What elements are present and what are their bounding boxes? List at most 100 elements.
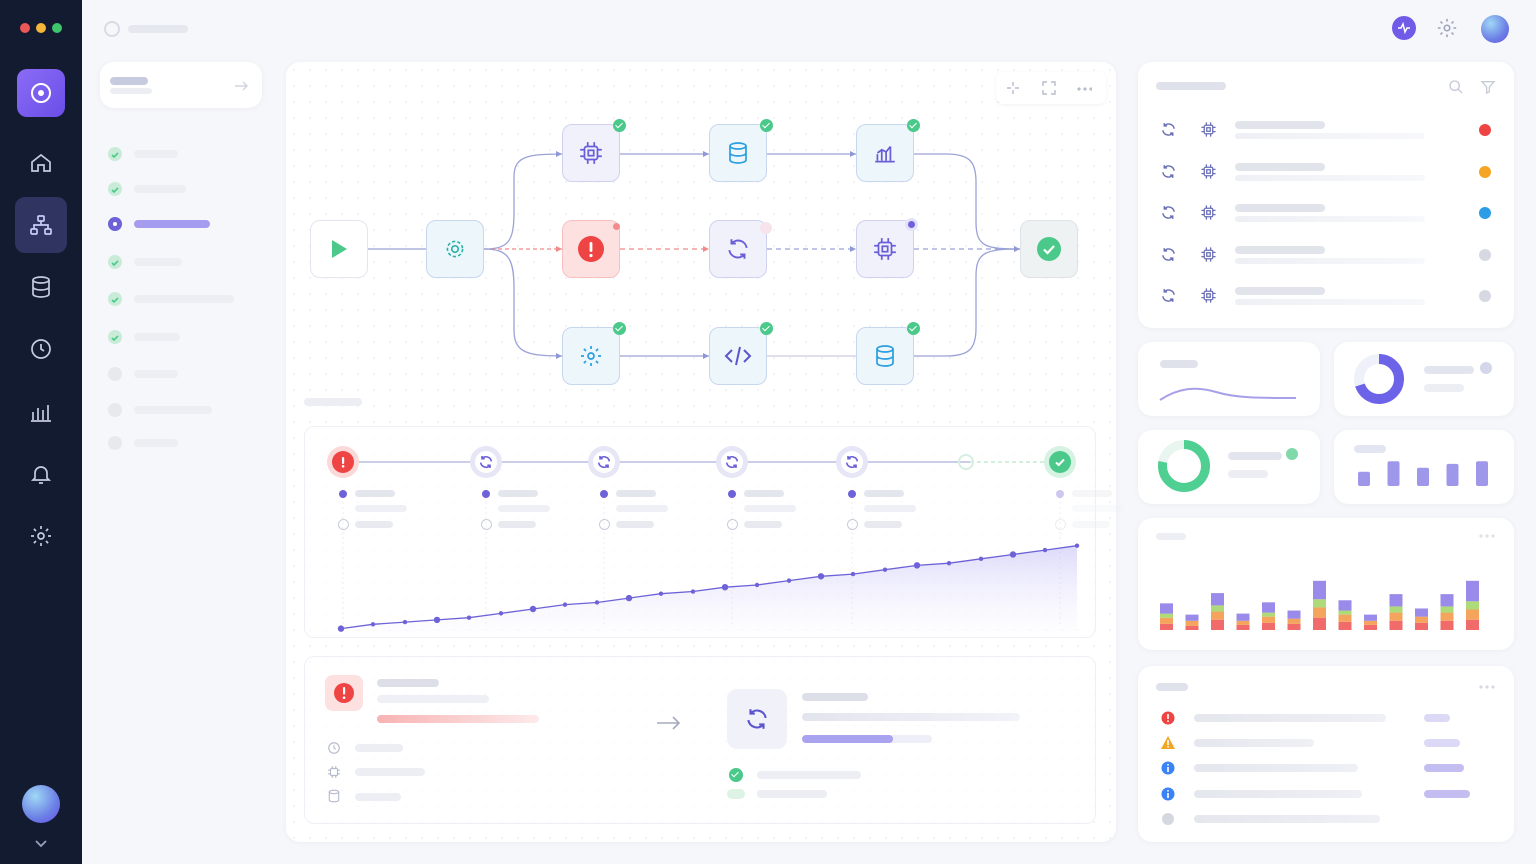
timeline-step-sync[interactable] bbox=[588, 446, 620, 478]
task-list-item[interactable] bbox=[100, 179, 262, 199]
bell-icon[interactable] bbox=[24, 457, 58, 491]
analytics-node[interactable] bbox=[856, 119, 920, 182]
task-panel-header[interactable] bbox=[100, 62, 262, 108]
log-entry[interactable] bbox=[1138, 710, 1514, 726]
search-icon[interactable] bbox=[1448, 79, 1464, 95]
trend-point bbox=[1009, 551, 1017, 558]
header-avatar[interactable] bbox=[1481, 15, 1509, 43]
task-list-item[interactable] bbox=[100, 327, 262, 347]
run-list-item[interactable] bbox=[1138, 199, 1514, 227]
sidebar-item-workflows[interactable] bbox=[15, 197, 67, 253]
task-list-item[interactable] bbox=[100, 252, 262, 272]
trigger-node[interactable] bbox=[310, 220, 368, 278]
trend-point bbox=[625, 594, 633, 602]
error-node[interactable] bbox=[562, 220, 620, 278]
task-list-item[interactable] bbox=[100, 433, 262, 453]
log-message bbox=[1194, 764, 1358, 773]
user-avatar[interactable] bbox=[22, 785, 60, 823]
clock-icon[interactable] bbox=[24, 332, 58, 366]
compute-node-middle[interactable] bbox=[856, 218, 918, 278]
chevron-down-icon[interactable] bbox=[34, 834, 48, 853]
trend-point bbox=[498, 611, 504, 616]
minimize-window-icon[interactable] bbox=[36, 23, 46, 33]
run-list-item[interactable] bbox=[1138, 158, 1514, 186]
home-icon[interactable] bbox=[24, 146, 58, 180]
breadcrumb-icon[interactable] bbox=[104, 21, 120, 37]
fit-view-icon[interactable] bbox=[1042, 81, 1056, 95]
code-node[interactable] bbox=[709, 322, 773, 385]
timeline-step-sync[interactable] bbox=[470, 446, 502, 478]
pending-icon bbox=[108, 436, 122, 450]
stat-card-donut-blue[interactable] bbox=[1334, 342, 1514, 416]
stacked-bar-segment bbox=[1466, 580, 1479, 602]
stat-card-donut-green[interactable] bbox=[1138, 430, 1320, 504]
refresh-icon bbox=[728, 239, 748, 259]
retry-title bbox=[802, 693, 868, 701]
config-node[interactable] bbox=[426, 220, 484, 278]
stacked-bar-segment bbox=[1262, 622, 1275, 630]
error-icon-box bbox=[325, 675, 363, 711]
alert-icon bbox=[334, 683, 354, 703]
timeline-step-error[interactable] bbox=[327, 446, 359, 478]
task-list-item[interactable] bbox=[100, 400, 262, 420]
bar-chart-icon[interactable] bbox=[24, 395, 58, 429]
task-list-item[interactable] bbox=[100, 144, 262, 164]
complete-node[interactable] bbox=[1020, 220, 1078, 278]
more-icon[interactable] bbox=[1076, 87, 1092, 91]
stacked-bar-segment bbox=[1364, 614, 1377, 621]
log-more-icon[interactable] bbox=[1478, 685, 1496, 689]
task-list-item[interactable] bbox=[100, 289, 262, 309]
task-list-item[interactable] bbox=[100, 214, 262, 234]
sparkline bbox=[1159, 387, 1297, 401]
settings-icon[interactable] bbox=[24, 519, 58, 553]
retry-icon-box[interactable] bbox=[727, 689, 787, 749]
breadcrumb-label[interactable] bbox=[128, 25, 188, 33]
timeline-step-faded[interactable] bbox=[958, 454, 974, 470]
database-node-top[interactable] bbox=[709, 119, 773, 182]
mini-bar-chart bbox=[1358, 461, 1488, 486]
task-list-item[interactable] bbox=[100, 364, 262, 384]
run-list-item[interactable] bbox=[1138, 282, 1514, 310]
activity-icon[interactable] bbox=[1392, 16, 1416, 40]
close-window-icon[interactable] bbox=[20, 23, 30, 33]
magic-wand-icon[interactable] bbox=[1006, 81, 1020, 95]
maximize-window-icon[interactable] bbox=[52, 23, 62, 33]
filter-icon[interactable] bbox=[1480, 79, 1496, 95]
log-entry[interactable] bbox=[1138, 811, 1514, 827]
stacked-bar-segment bbox=[1160, 613, 1173, 618]
stat-card-sparkline[interactable] bbox=[1138, 342, 1320, 416]
log-entry[interactable] bbox=[1138, 735, 1514, 751]
sync-node[interactable] bbox=[709, 220, 772, 278]
database-node-bottom[interactable] bbox=[856, 322, 920, 385]
log-entry[interactable] bbox=[1138, 786, 1514, 802]
database-icon[interactable] bbox=[24, 270, 58, 304]
trend-point bbox=[786, 578, 792, 583]
log-message bbox=[1194, 714, 1386, 722]
trend-point bbox=[562, 602, 568, 607]
trend-point bbox=[1074, 543, 1080, 548]
stacked-bar-segment bbox=[1338, 614, 1352, 622]
clock-icon bbox=[727, 519, 738, 530]
gear-icon[interactable] bbox=[1436, 17, 1458, 43]
mini-bar bbox=[1446, 463, 1459, 486]
donut-chart bbox=[1354, 354, 1404, 404]
trend-point bbox=[658, 591, 664, 596]
retry-progress bbox=[802, 735, 932, 743]
timeline-step-sync[interactable] bbox=[836, 446, 868, 478]
stacked-bar-segment bbox=[1236, 620, 1250, 625]
run-list-item[interactable] bbox=[1138, 241, 1514, 269]
app-logo-icon[interactable] bbox=[17, 69, 65, 117]
run-meta bbox=[1235, 133, 1425, 139]
timeline-step-success[interactable] bbox=[1044, 446, 1076, 478]
chart-more-icon[interactable] bbox=[1478, 534, 1496, 538]
run-list-item[interactable] bbox=[1138, 116, 1514, 144]
stat-card-bars[interactable] bbox=[1334, 430, 1514, 504]
clock-icon bbox=[599, 519, 610, 530]
compute-node-top[interactable] bbox=[562, 119, 626, 182]
task-label bbox=[134, 185, 186, 193]
timeline-step-sync[interactable] bbox=[716, 446, 748, 478]
collapse-icon[interactable] bbox=[234, 81, 250, 91]
timeline-label bbox=[616, 490, 656, 497]
settings-node[interactable] bbox=[562, 322, 626, 385]
log-entry[interactable] bbox=[1138, 760, 1514, 776]
